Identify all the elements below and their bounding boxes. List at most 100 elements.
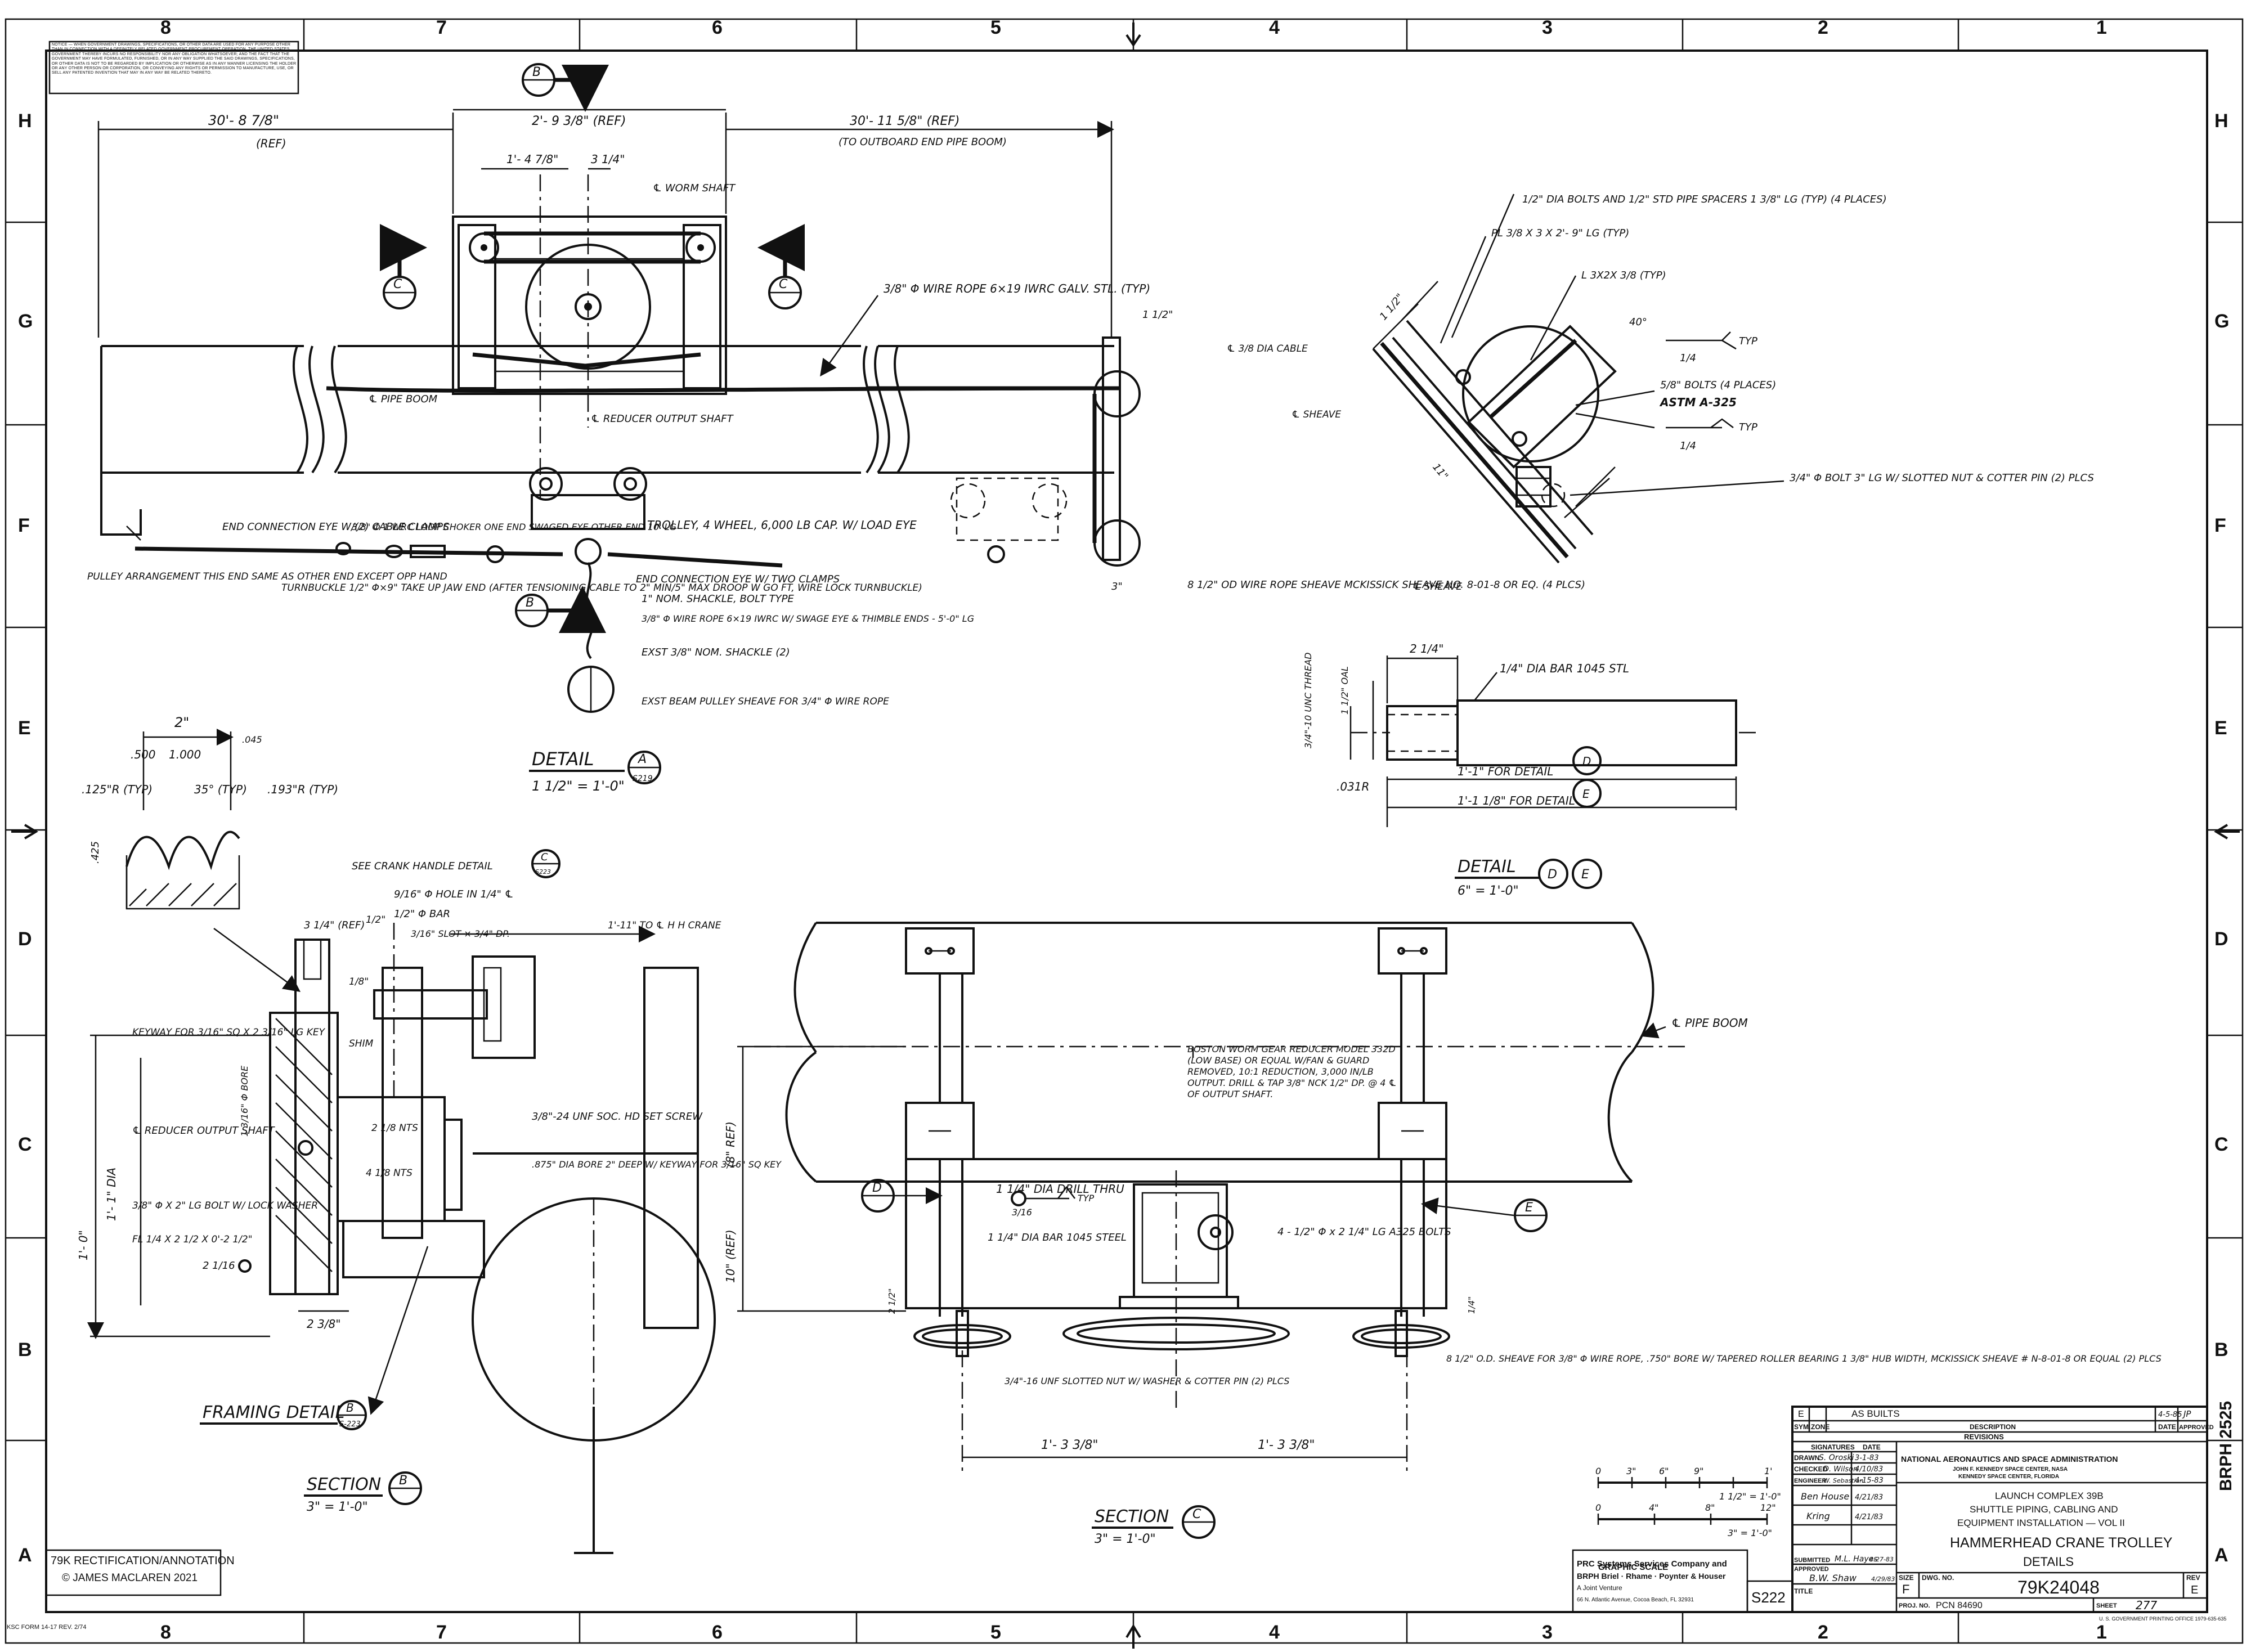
tb-location: KENNEDY SPACE CENTER, FLORIDA	[1958, 1474, 2059, 1480]
tb-size: F	[1902, 1582, 1909, 1596]
tb-sig5-date: 4/21/83	[1855, 1513, 1883, 1521]
sb-keyway: KEYWAY FOR 3/16" SQ X 2 3/16" LG KEY	[132, 1027, 326, 1038]
de-title-d: D	[1548, 868, 1557, 882]
gs-bot-1: 4"	[1649, 1502, 1659, 1513]
sb-shim: SHIM	[349, 1038, 374, 1049]
tb-proj-lbl: PROJ. NO.	[1899, 1602, 1930, 1609]
sb-title-letter: B	[399, 1474, 407, 1488]
zone-label: 4	[1269, 17, 1280, 38]
tb-agency: NATIONAL AERONAUTICS AND SPACE ADMINISTR…	[1901, 1455, 2118, 1464]
sc-callout-d: D	[872, 1181, 882, 1195]
outer-border	[5, 18, 2244, 1644]
sb-set-screw: 3/8"-24 UNF SOC. HD SET SCREW	[532, 1111, 703, 1123]
tb-rev: E	[2191, 1584, 2198, 1596]
gs-top-2: 6"	[1659, 1466, 1669, 1476]
tb-checked-date: 4/10/83	[1855, 1465, 1883, 1474]
gs-bot-3: 12"	[1760, 1502, 1776, 1513]
bracket-sheave-b: ℄ SHEAVE	[1413, 581, 1462, 592]
zone-label: 5	[990, 1622, 1001, 1643]
sc-reducer-note: BOSTON WORM GEAR REDUCER MODEL 332D (LOW…	[1187, 1044, 1397, 1099]
groove-angle: 35° (TYP)	[194, 783, 247, 796]
detail-a-letter: A	[637, 752, 647, 766]
section-c-drawing	[737, 922, 1688, 1471]
exst-shackle-note: EXST 3/8" NOM. SHACKLE (2)	[642, 647, 790, 658]
sb-crank: SEE CRANK HANDLE DETAIL	[352, 860, 493, 872]
sb-slot: 3/16" SLOT × 3/4" DP.	[411, 928, 510, 939]
section-b-labels: SEE CRANK HANDLE DETAIL C S223 9/16" Φ H…	[77, 849, 782, 1514]
detail-de-drawing	[1349, 656, 1756, 827]
sb-dim-1-2: 1/2"	[366, 914, 385, 926]
detail-a-drawing	[97, 109, 1141, 713]
tb-drawn-sig: S. Oroski	[1819, 1453, 1854, 1462]
tb-rev-lbl: REV	[2186, 1574, 2200, 1582]
shackle-note: 1" NOM. SHACKLE, BOLT TYPE	[642, 593, 794, 605]
sc-bar: 1 1/4" DIA BAR 1045 STEEL	[988, 1232, 1127, 1244]
de-e-len: 1'-1 1/8" FOR DETAIL	[1458, 794, 1575, 807]
zone-label: 1	[2096, 17, 2107, 38]
groove-r193: .193"R (TYP)	[267, 783, 338, 796]
sb-flat: FL 1/4 X 2 1/2 X 0'-2 1/2"	[132, 1234, 253, 1245]
annotation-line1: 79K RECTIFICATION/ANNOTATION	[51, 1555, 235, 1567]
de-scale: 6" = 1'-0"	[1458, 884, 1519, 898]
de-e-letter: E	[1582, 787, 1590, 801]
detail-a-sheet-ref: S219	[633, 774, 653, 783]
zone-rows-right: H G F E D C B A	[2214, 110, 2229, 1566]
sb-dim-10: 1'- 0"	[77, 1230, 90, 1260]
zone-label: C	[2214, 1134, 2228, 1155]
callout-b-mid: B	[526, 596, 534, 610]
callout-c-left: C	[393, 277, 402, 291]
zone-label: G	[18, 311, 33, 332]
dim-3: 3"	[1111, 581, 1123, 592]
dim-right-note: (TO OUTBOARD END PIPE BOOM)	[838, 136, 1007, 148]
gs-top-3: 9"	[1694, 1466, 1704, 1476]
detail-a-title: DETAIL	[532, 748, 594, 770]
tb-checked: CHECKED	[1794, 1465, 1828, 1473]
tb-rev-date: 4-5-85	[2158, 1411, 2182, 1419]
de-oal: 1 1/2" OAL	[1339, 666, 1350, 715]
groove-detail: 2" .500 1.000 .045 .125"R (TYP) 35° (TYP…	[82, 715, 338, 910]
de-r031: .031R	[1337, 780, 1369, 793]
sb-dim-3-1-4: 3 1/4" (REF)	[304, 919, 365, 931]
tb-date-hdr: DATE	[1863, 1443, 1881, 1451]
tb-submitted: SUBMITTED	[1794, 1557, 1830, 1564]
contractor-line2: BRPH Briel · Rhame · Poynter & Houser	[1577, 1572, 1726, 1581]
dim-left: 30'- 8 7/8"	[208, 113, 279, 128]
sc-dim-10: 10" (REF)	[724, 1229, 737, 1283]
tb-hdr-desc: DESCRIPTION	[1970, 1423, 2016, 1431]
de-title: DETAIL	[1458, 857, 1516, 877]
dim-half: 1 1/2"	[1142, 309, 1173, 321]
tb-title-lbl: TITLE	[1794, 1587, 1813, 1595]
section-c-labels: ℄ PIPE BOOM BOSTON WORM GEAR REDUCER MOD…	[724, 1016, 2162, 1546]
graphic-scale: 0 3" 6" 9" 1' 0 4" 8" 12" 1 1/2" = 1'-0"…	[1595, 1466, 1781, 1572]
sc-dim-2-1-2: 2 1/2"	[887, 1289, 897, 1314]
tb-sheet-no: 277	[2136, 1599, 2157, 1612]
bracket-bolt-slot: 3/4" Φ BOLT 3" LG W/ SLOTTED NUT & COTTE…	[1790, 472, 2094, 484]
de-d-letter: D	[1582, 755, 1591, 768]
tb-title2: DETAILS	[2023, 1555, 2074, 1569]
sc-nut: 3/4"-16 UNF SLOTTED NUT W/ WASHER & COTT…	[1005, 1376, 1289, 1386]
bracket-dim-1-1-2: 1 1/2"	[1378, 291, 1406, 322]
tb-approved-sig: B.W. Shaw	[1809, 1573, 1857, 1583]
zone-label: A	[2214, 1545, 2228, 1566]
bracket-labels: 1/2" DIA BOLTS AND 1/2" STD PIPE SPACERS…	[1227, 194, 2094, 592]
sb-framing-sheet: S-223	[339, 1420, 361, 1429]
tb-size-lbl: SIZE	[1899, 1574, 1914, 1582]
tb-center: JOHN F. KENNEDY SPACE CENTER, NASA	[1953, 1466, 2068, 1473]
tb-engineer: ENGINEER	[1794, 1478, 1827, 1484]
section-b-drawing	[87, 923, 716, 1554]
annotation-block: 79K RECTIFICATION/ANNOTATION © JAMES MAC…	[45, 1549, 235, 1596]
groove-r125: .125"R (TYP)	[82, 783, 153, 796]
sc-drill: 1 1/4" DIA DRILL THRU	[996, 1182, 1124, 1196]
zone-label: D	[2214, 928, 2228, 950]
zone-label: H	[2214, 110, 2228, 132]
tb-title1: HAMMERHEAD CRANE TROLLEY	[1950, 1535, 2173, 1551]
de-title-e: E	[1581, 868, 1589, 882]
zone-label: G	[2214, 311, 2229, 332]
bracket-cable: ℄ 3/8 DIA CABLE	[1227, 343, 1308, 354]
sb-to-crane: 1'-11" TO ℄ H H CRANE	[608, 920, 721, 931]
tb-sig4: Ben House	[1801, 1491, 1849, 1502]
de-thread: 3/4"-10 UNC THREAD	[1303, 652, 1313, 748]
tb-proj-no: PCN 84690	[1936, 1601, 1983, 1610]
de-bar: 1/4" DIA BAR 1045 STL	[1500, 662, 1629, 675]
